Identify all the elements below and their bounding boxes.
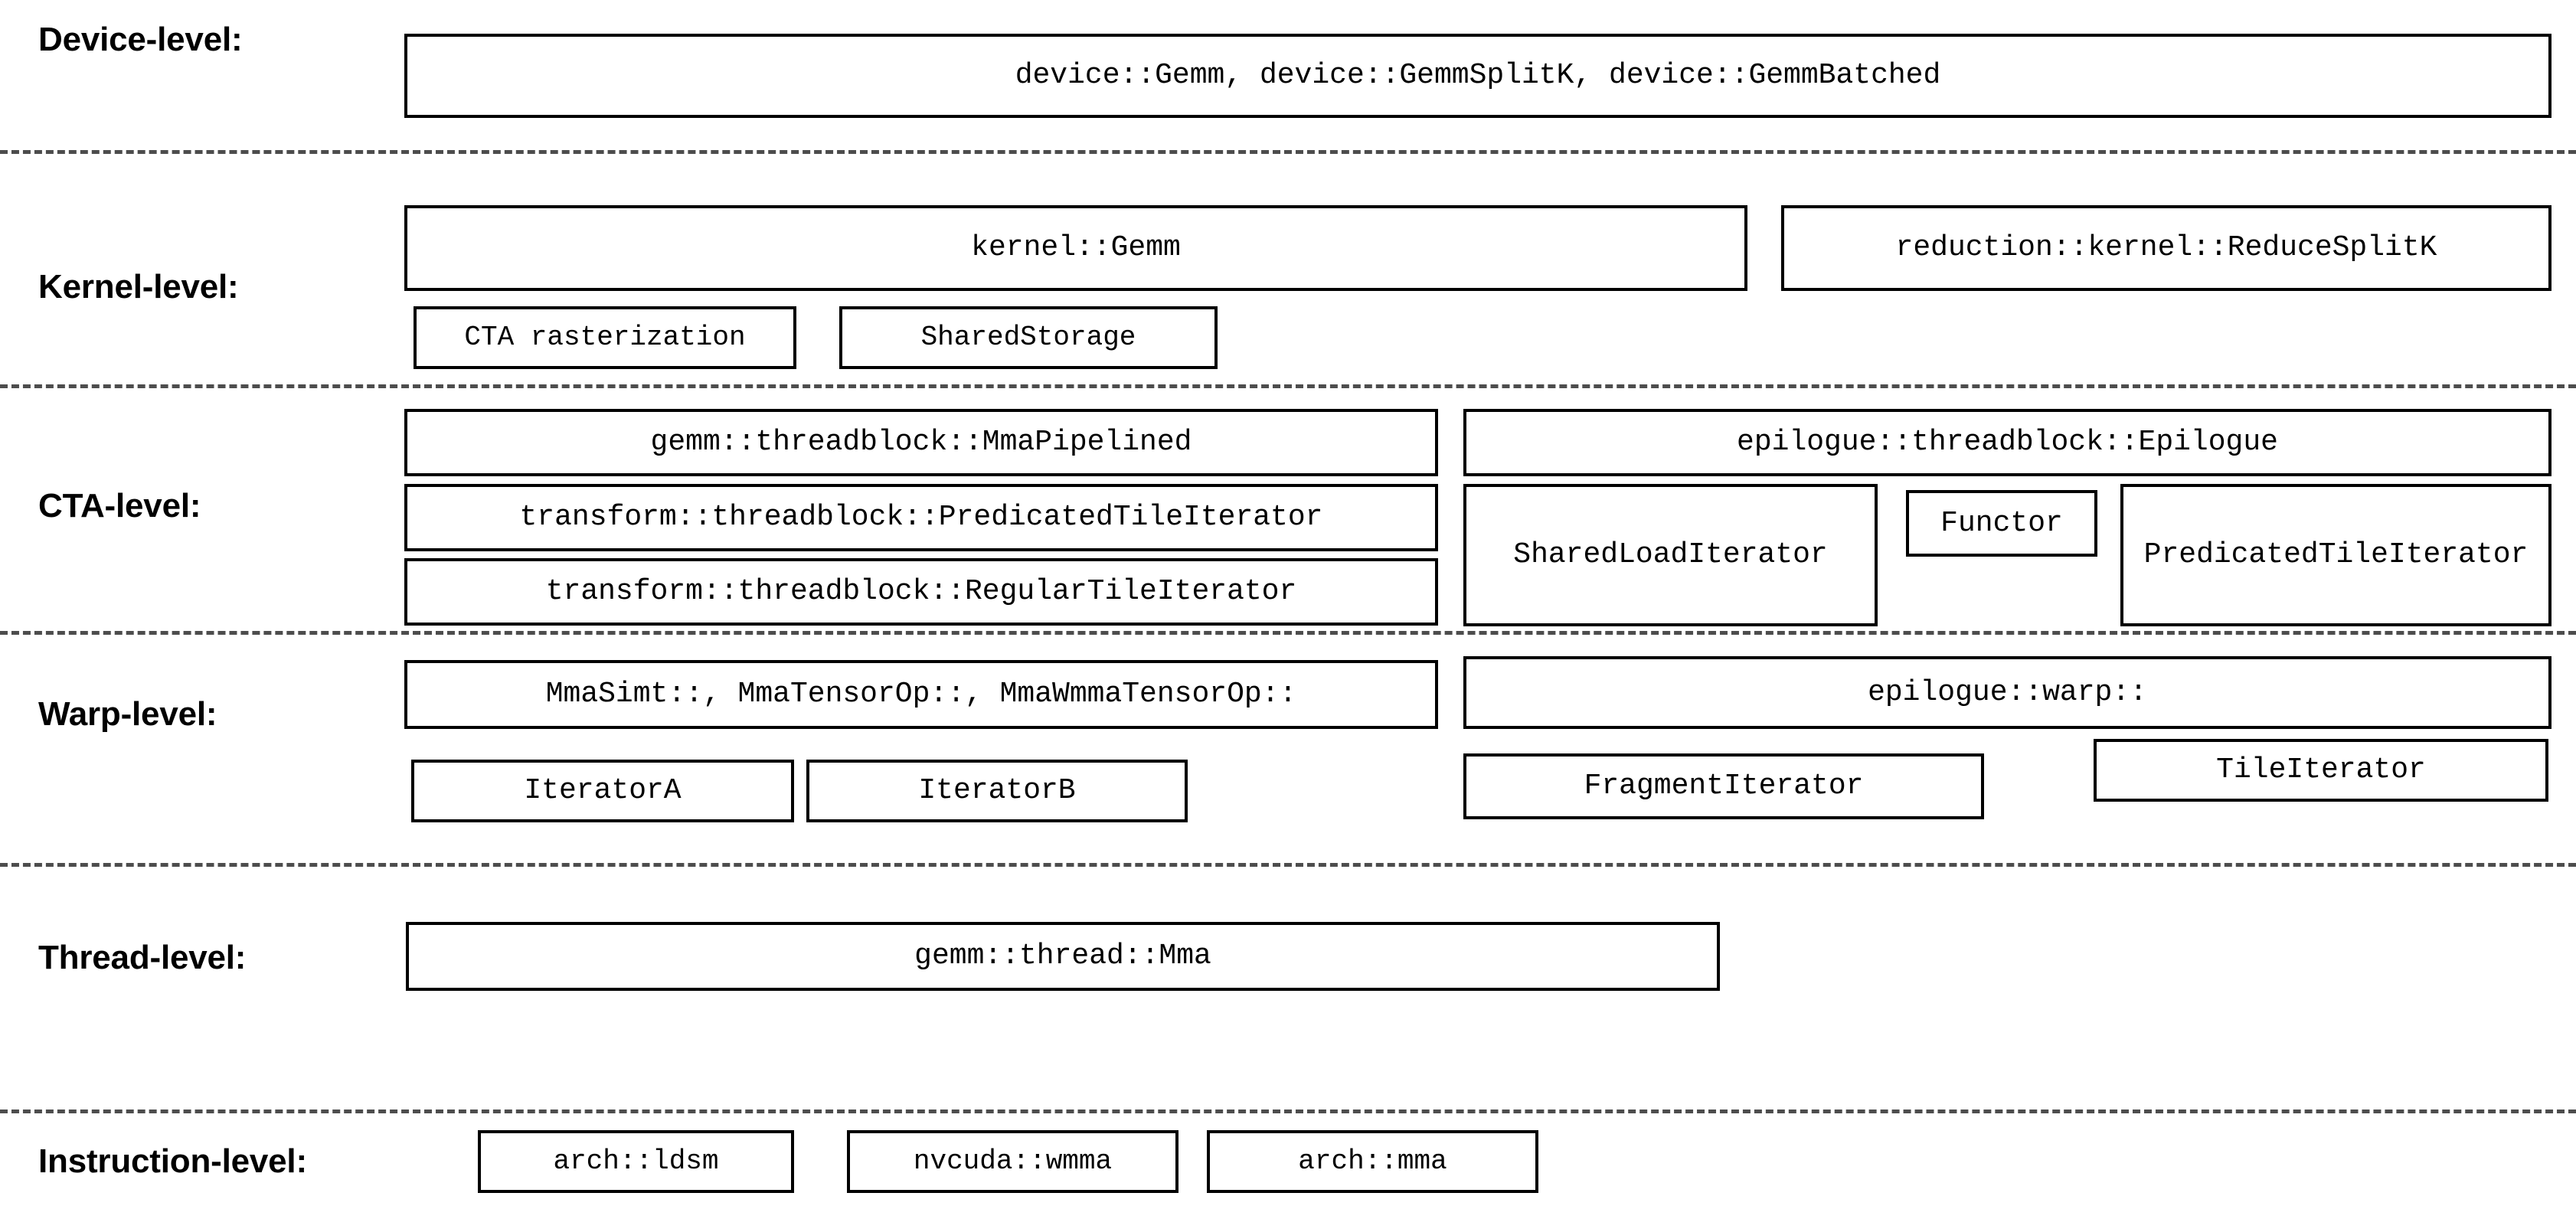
- separator-cta-warp: [0, 631, 2576, 635]
- fragmentiterator-box[interactable]: FragmentIterator: [1463, 753, 1984, 819]
- sharedloaditerator-box-label: SharedLoadIterator: [1513, 538, 1828, 571]
- epilogue-threadblock-epilogue-box-label: epilogue::threadblock::Epilogue: [1737, 426, 2278, 459]
- kernel-gemm-box-label: kernel::Gemm: [971, 231, 1181, 264]
- cta-rasterization-box[interactable]: CTA rasterization: [414, 306, 796, 369]
- transform-threadblock-regulartileiterator-box[interactable]: transform::threadblock::RegularTileItera…: [404, 558, 1438, 626]
- level-label-instruction: Instruction-level:: [38, 1142, 307, 1180]
- predicatedtileiterator-box-label: PredicatedTileIterator: [2143, 538, 2529, 571]
- kernel-gemm-box[interactable]: kernel::Gemm: [404, 205, 1747, 291]
- nvcuda-wmma-box[interactable]: nvcuda::wmma: [847, 1130, 1178, 1193]
- device-gemm-box-label: device::Gemm, device::GemmSplitK, device…: [1015, 59, 1941, 92]
- sharedloaditerator-box[interactable]: SharedLoadIterator: [1463, 484, 1878, 626]
- arch-mma-box-label: arch::mma: [1298, 1145, 1447, 1177]
- reduction-kernel-reducesplitk-box-label: reduction::kernel::ReduceSplitK: [1895, 231, 2437, 264]
- epilogue-warp-box-label: epilogue::warp::: [1868, 675, 2147, 709]
- transform-threadblock-predicatedtileiterator-box-label: transform::threadblock::PredicatedTileIt…: [519, 501, 1323, 534]
- mma-ops-box[interactable]: MmaSimt::, MmaTensorOp::, MmaWmmaTensorO…: [404, 660, 1438, 729]
- sharedstorage-box[interactable]: SharedStorage: [839, 306, 1218, 369]
- separator-warp-thread: [0, 863, 2576, 867]
- nvcuda-wmma-box-label: nvcuda::wmma: [913, 1145, 1113, 1177]
- arch-mma-box[interactable]: arch::mma: [1207, 1130, 1538, 1193]
- gemm-thread-mma-box[interactable]: gemm::thread::Mma: [406, 922, 1720, 991]
- level-label-thread: Thread-level:: [38, 939, 247, 976]
- transform-threadblock-predicatedtileiterator-box[interactable]: transform::threadblock::PredicatedTileIt…: [404, 484, 1438, 551]
- arch-ldsm-box[interactable]: arch::ldsm: [478, 1130, 794, 1193]
- iteratorb-box[interactable]: IteratorB: [806, 760, 1188, 822]
- functor-box-label: Functor: [1940, 506, 2063, 540]
- iteratora-box[interactable]: IteratorA: [411, 760, 794, 822]
- separator-kernel-cta: [0, 384, 2576, 388]
- level-label-device: Device-level:: [38, 21, 243, 58]
- level-label-kernel: Kernel-level:: [38, 268, 239, 306]
- predicatedtileiterator-box[interactable]: PredicatedTileIterator: [2120, 484, 2551, 626]
- transform-threadblock-regulartileiterator-box-label: transform::threadblock::RegularTileItera…: [545, 575, 1297, 608]
- epilogue-warp-box[interactable]: epilogue::warp::: [1463, 656, 2551, 729]
- device-gemm-box[interactable]: device::Gemm, device::GemmSplitK, device…: [404, 34, 2551, 118]
- reduction-kernel-reducesplitk-box[interactable]: reduction::kernel::ReduceSplitK: [1781, 205, 2551, 291]
- cta-rasterization-box-label: CTA rasterization: [464, 322, 746, 353]
- epilogue-threadblock-epilogue-box[interactable]: epilogue::threadblock::Epilogue: [1463, 409, 2551, 476]
- tileiterator-box-label: TileIterator: [2216, 753, 2426, 786]
- gemm-threadblock-mmapipelined-box-label: gemm::threadblock::MmaPipelined: [650, 426, 1192, 459]
- sharedstorage-box-label: SharedStorage: [920, 322, 1136, 353]
- iteratorb-box-label: IteratorB: [918, 774, 1076, 807]
- iteratora-box-label: IteratorA: [524, 774, 682, 807]
- functor-box[interactable]: Functor: [1906, 490, 2097, 557]
- separator-device-kernel: [0, 150, 2576, 154]
- separator-thread-instruction: [0, 1110, 2576, 1113]
- arch-ldsm-box-label: arch::ldsm: [553, 1145, 719, 1177]
- level-label-cta: CTA-level:: [38, 487, 201, 525]
- gemm-threadblock-mmapipelined-box[interactable]: gemm::threadblock::MmaPipelined: [404, 409, 1438, 476]
- tileiterator-box[interactable]: TileIterator: [2094, 739, 2548, 802]
- mma-ops-box-label: MmaSimt::, MmaTensorOp::, MmaWmmaTensorO…: [545, 678, 1297, 711]
- gemm-thread-mma-box-label: gemm::thread::Mma: [914, 940, 1211, 972]
- level-label-warp: Warp-level:: [38, 695, 217, 733]
- fragmentiterator-box-label: FragmentIterator: [1584, 770, 1864, 802]
